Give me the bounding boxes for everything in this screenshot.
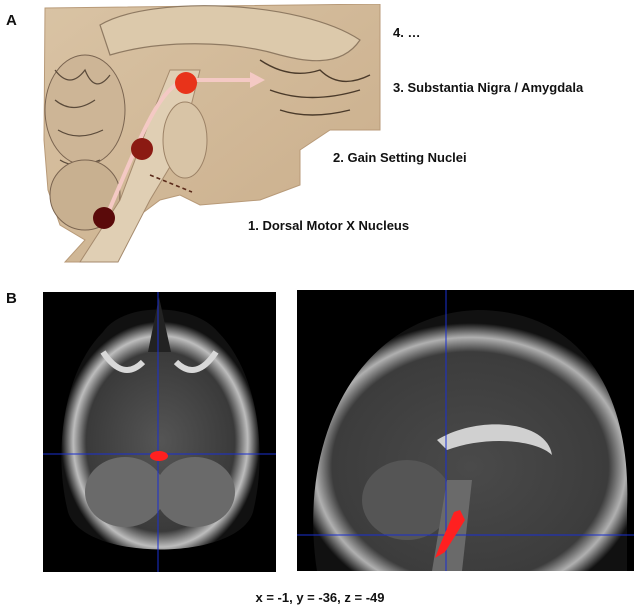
highlight-region xyxy=(435,510,465,558)
stage-2-label: 2. Gain Setting Nuclei xyxy=(333,150,467,165)
mni-coordinates-label: x = -1, y = -36, z = -49 xyxy=(255,590,385,605)
stage-1-label: 1. Dorsal Motor X Nucleus xyxy=(248,218,410,233)
stage-1-dot xyxy=(93,207,115,229)
mri-sagittal-slice xyxy=(297,290,634,571)
panel-a-letter: A xyxy=(6,12,17,29)
mri-axial-slice xyxy=(43,292,276,572)
stage-2-dot xyxy=(131,138,153,160)
stage-3-dot xyxy=(175,72,197,94)
brain-specimen-sagittal-photo xyxy=(43,4,381,263)
panel-b-letter: B xyxy=(6,290,17,307)
highlight-region xyxy=(150,451,168,461)
stage-3-label: 3. Substantia Nigra / Amygdala xyxy=(393,80,584,95)
stage-4-label: 4. … xyxy=(393,25,421,40)
